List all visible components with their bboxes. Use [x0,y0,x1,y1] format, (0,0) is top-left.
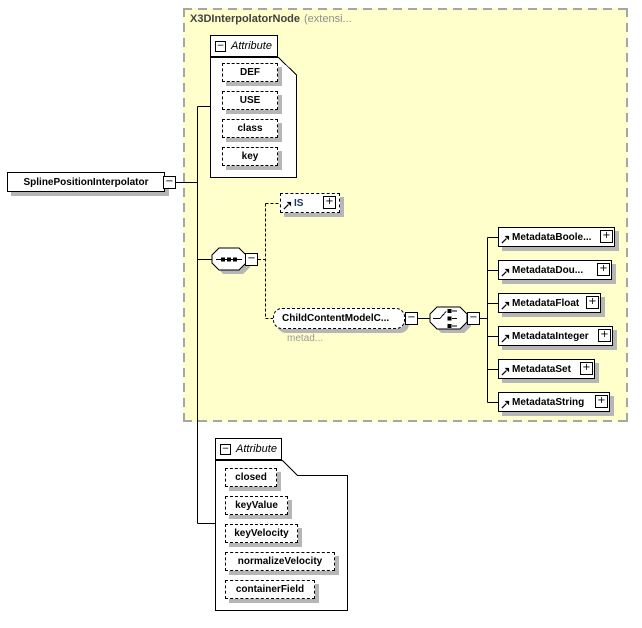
expand-icon[interactable]: + [323,196,336,209]
element-label: MetadataDou... [512,264,584,276]
element-label: MetadataSet [512,363,571,375]
attribute-group-label: Attribute [231,40,272,52]
group-child-content-model[interactable]: ChildContentModelC... [273,308,405,329]
element-label: SplinePositionInterpolator [23,176,149,188]
expand-icon[interactable]: + [595,395,608,408]
solid-connectors [165,106,498,524]
attribute-use[interactable]: USE [222,91,278,110]
attribute-def[interactable]: DEF [222,63,278,82]
base-type-border-bottom [183,420,628,422]
bottom-attribute-group-tab[interactable]: − Attribute [215,438,282,460]
reference-arrow-icon [501,301,510,310]
element-metadata-string[interactable]: MetadataString [498,392,610,412]
base-type-suffix: (extensi... [304,13,352,25]
attribute-group-label: Attribute [236,443,277,455]
element-metadata-set[interactable]: MetadataSet [498,359,595,379]
reference-arrow-icon [501,367,510,376]
collapse-icon[interactable]: − [215,40,226,52]
choice-icon [433,309,457,328]
attribute-key-velocity[interactable]: keyVelocity [225,524,298,543]
expand-icon[interactable]: + [580,362,593,375]
collapse-icon[interactable]: − [405,312,418,325]
collapse-icon[interactable]: − [245,253,258,266]
attribute-key[interactable]: key [222,147,278,166]
attribute-container-field[interactable]: containerField [225,580,315,599]
collapse-icon[interactable]: − [467,312,480,325]
element-metadata-boolean[interactable]: MetadataBoole... [498,227,615,247]
attribute-label: class [237,123,263,134]
reference-arrow-icon [501,235,510,244]
dashed-connectors [258,203,280,319]
group-annotation: metad... [287,333,324,344]
top-attribute-group-tab[interactable]: − Attribute [210,35,278,57]
expand-icon[interactable]: + [586,296,599,309]
base-type-header: X3DInterpolatorNode(extensi... [190,13,352,25]
element-label: MetadataString [512,396,585,408]
reference-arrow-icon [501,400,510,409]
expand-icon[interactable]: + [600,230,613,243]
attribute-label: closed [235,472,267,483]
base-type-name: X3DInterpolatorNode [190,13,301,25]
sequence-indicator[interactable] [211,247,250,274]
attribute-label: containerField [235,584,305,595]
base-type-border-right [626,8,628,422]
attribute-label: key [241,151,259,162]
attribute-key-value[interactable]: keyValue [225,496,288,515]
element-spline-position-interpolator[interactable]: SplinePositionInterpolator [7,172,165,192]
element-label: MetadataBoole... [512,231,592,243]
attribute-label: keyVelocity [234,528,289,539]
sequence-icon [216,257,242,262]
reference-arrow-icon [501,334,510,343]
element-label: MetadataInteger [512,330,589,342]
attribute-label: USE [239,95,261,106]
element-metadata-integer[interactable]: MetadataInteger [498,326,613,346]
choice-indicator[interactable] [429,306,471,333]
attribute-normalize-velocity[interactable]: normalizeVelocity [225,552,335,571]
reference-arrow-icon [501,268,510,277]
group-label: ChildContentModelC... [282,313,390,324]
element-metadata-double[interactable]: MetadataDou... [498,260,612,280]
attribute-label: normalizeVelocity [237,556,323,567]
expand-icon[interactable]: + [598,329,611,342]
base-type-border-top [183,8,628,10]
base-type-border-left [183,8,185,422]
reference-arrow-icon [283,201,292,210]
attribute-closed[interactable]: closed [225,468,277,487]
collapse-icon[interactable]: − [220,443,231,455]
attribute-class[interactable]: class [222,119,278,138]
element-label: MetadataFloat [512,297,580,309]
attribute-label: DEF [240,67,260,78]
expand-icon[interactable]: + [597,263,610,276]
element-label: IS [294,197,304,209]
attribute-label: keyValue [235,500,278,511]
collapse-icon[interactable]: − [163,176,176,189]
